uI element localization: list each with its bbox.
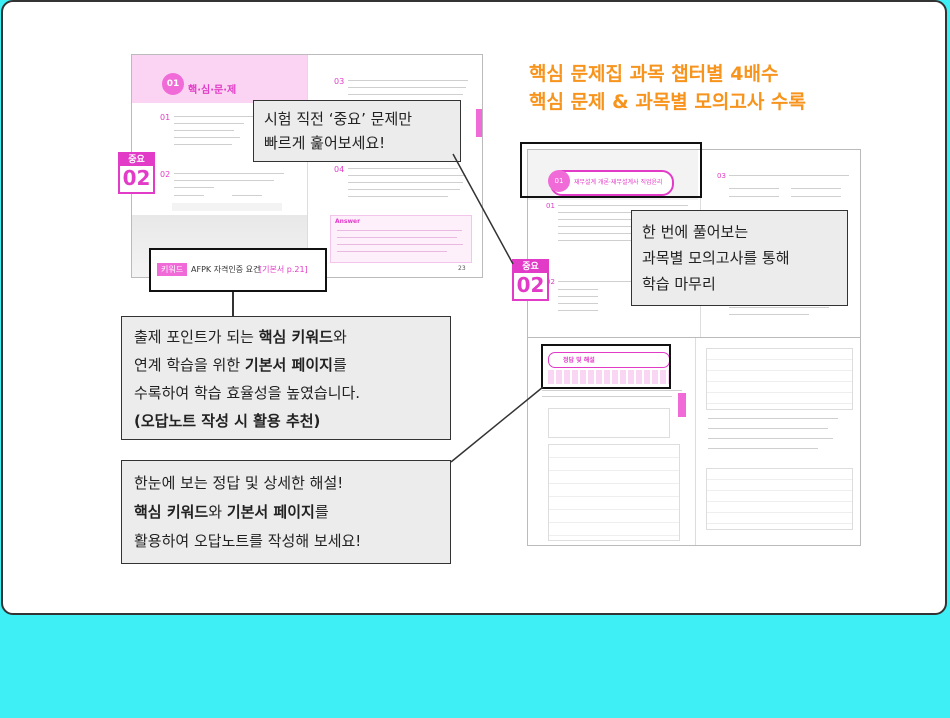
callout-text: 학습 마무리 [642,275,716,293]
answer-right-page [695,338,860,545]
important-badge: 중요 02 [512,259,549,301]
callout-text: 빠르게 훑어보세요! [264,134,386,152]
chapter-header-band [132,55,307,103]
left-page: 01 핵·심·문·제 01 02 [132,55,307,277]
mock-chapter-number: 01 [548,170,570,192]
mock-title-pill: 01 재무설계 개론·재무설계사 직업윤리 [548,170,674,196]
answer-box: Answer [330,215,472,263]
badge-number: 02 [516,273,545,297]
connector-lines [450,153,544,463]
question-number: 03 [334,77,345,86]
callout-strong: 기본서 페이지 [226,503,315,521]
headline-line: 핵심 문제 & 과목별 모의고사 수록 [529,91,806,113]
answer-left-page: 정답 및 해설 [528,338,693,545]
callout-text: 를 [332,356,347,374]
keyword-tag: 키워드 [157,263,188,276]
answer-header-highlight-box [541,344,671,389]
left-book-spread: 01 핵·심·문·제 01 02 03 04 [131,54,483,278]
callout-text: 출제 포인트가 되는 [134,328,259,346]
callout-text: 한눈에 보는 정답 및 상세한 해설! [134,474,344,492]
side-tab [476,109,482,137]
badge-label: 중요 [120,154,153,166]
content-card: 01 핵·심·문·제 01 02 03 04 [1,0,947,615]
callout-text: 과목별 모의고사를 통해 [642,249,790,267]
question-number: 04 [334,165,345,174]
headline: 핵심 문제집 과목 챕터별 4배수 핵심 문제 & 과목별 모의고사 수록 [529,60,806,116]
callout-text: 시험 직전 ‘중요’ 문제만 [264,110,413,128]
callout-text: 연계 학습을 위한 [134,356,245,374]
question-number: 03 [717,172,726,180]
important-badge: 중요 02 [118,152,155,194]
chapter-number-badge: 01 [162,73,184,95]
callout-strong: 핵심 키워드 [258,328,333,346]
callout-text: 와 [332,328,347,346]
connector-line [232,292,234,318]
badge-label: 중요 [514,261,547,273]
question-number: 02 [546,278,555,286]
mock-callout: 한 번에 풀어보는 과목별 모의고사를 통해 학습 마무리 [631,210,848,306]
callout-strong: 기본서 페이지 [244,356,333,374]
keyword-ref: [기본서 p.21] [259,265,308,274]
page-number: 23 [458,265,466,272]
keyword-callout: 출제 포인트가 되는 핵심 키워드와 연계 학습을 위한 기본서 페이지를 수록… [121,316,451,440]
answer-label: Answer [335,218,361,225]
answer-callout: 한눈에 보는 정답 및 상세한 해설! 핵심 키워드와 기본서 페이지를 활용하… [121,460,451,564]
callout-text: 활용하여 오답노트를 작성해 보세요! [134,532,362,550]
answer-header: 정답 및 해설 [563,357,595,364]
callout-text: 수록하여 학습 효율성을 높였습니다. [134,384,361,402]
badge-number: 02 [122,166,151,190]
mock-left-page: 01 재무설계 개론·재무설계사 직업윤리 01 02 [528,150,698,338]
question-number: 02 [160,170,171,179]
mock-title: 재무설계 개론·재무설계사 직업윤리 [574,179,663,186]
question-number: 01 [546,202,555,210]
callout-strong: 핵심 키워드 [134,503,209,521]
callout-text: 와 [208,503,227,521]
headline-line: 핵심 문제집 과목 챕터별 4배수 [529,63,779,85]
keyword-highlight-box: 키워드 AFPK 자격인증 요건 [기본서 p.21] [149,248,327,292]
keyword-text: AFPK 자격인증 요건 [191,265,261,274]
question-number: 01 [160,113,171,122]
callout-text: 를 [314,503,329,521]
callout-text: 한 번에 풀어보는 [642,223,749,241]
important-callout: 시험 직전 ‘중요’ 문제만 빠르게 훑어보세요! [253,100,461,162]
answer-spread: 정답 및 해설 [527,337,861,546]
callout-strong: (오답노트 작성 시 활용 추천) [134,412,321,430]
chapter-label: 핵·심·문·제 [188,85,237,96]
mock-title-highlight-box [520,142,702,198]
